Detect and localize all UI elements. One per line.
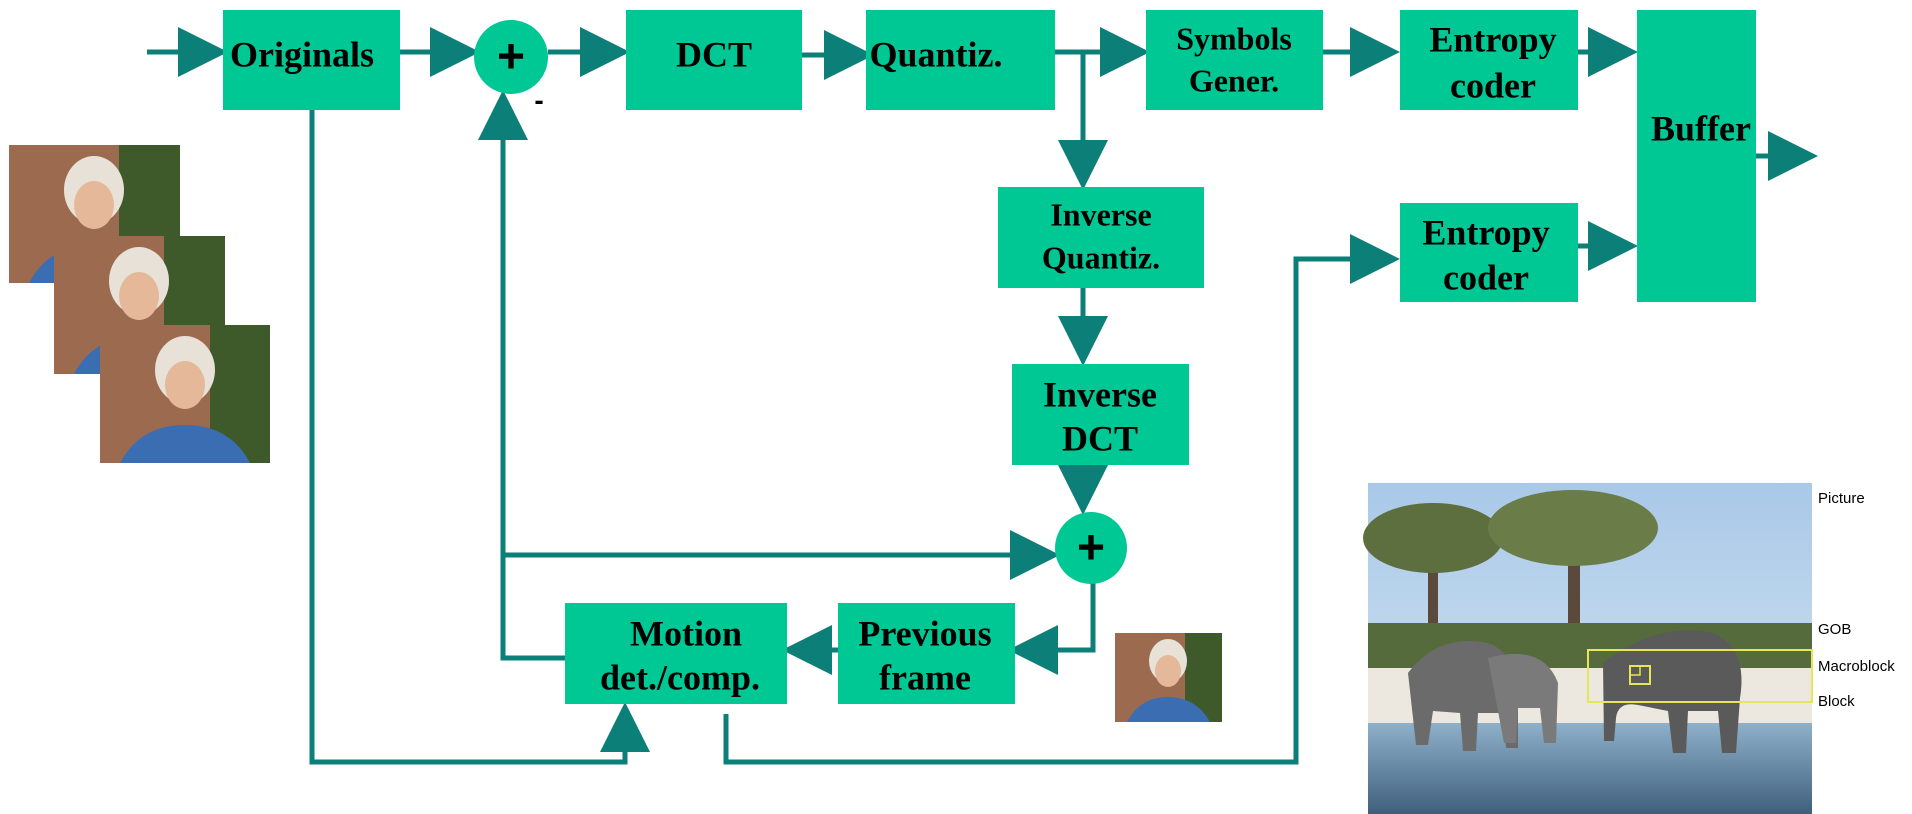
elephant-photo-icon	[1363, 483, 1813, 814]
originals-label: Originals	[230, 34, 374, 74]
label-picture: Picture	[1818, 490, 1865, 507]
entropy-coder-top-label-2: coder	[1450, 65, 1536, 105]
previous-frame-thumbnail	[1115, 633, 1222, 722]
adder-top-minus: -	[534, 84, 543, 115]
adder-top-plus: +	[497, 31, 525, 84]
originals-block: Originals	[223, 10, 400, 110]
inverse-quantiz-label-2: Quantiz.	[1042, 239, 1160, 275]
inverse-quantiz-label-1: Inverse	[1050, 196, 1151, 232]
elephant-picture	[1363, 483, 1813, 814]
symbols-gener-block: Symbols Gener.	[1146, 10, 1323, 110]
motion-label-1: Motion	[630, 613, 742, 653]
arrow-motion-to-entropy2	[723, 234, 1400, 765]
arrow-originals-to-motion	[309, 110, 650, 765]
entropy-coder-bottom-label-2: coder	[1443, 257, 1529, 297]
inverse-quantiz-block: Inverse Quantiz.	[998, 187, 1204, 288]
entropy-coder-top-label-1: Entropy	[1429, 19, 1556, 59]
label-gob: GOB	[1818, 621, 1851, 638]
symbols-gener-label-1: Symbols	[1176, 20, 1292, 56]
entropy-coder-bottom-block: Entropy coder	[1400, 203, 1578, 302]
motion-block: Motion det./comp.	[565, 603, 787, 704]
previous-frame-label-2: frame	[879, 657, 971, 697]
arrow-motion-to-adder	[478, 90, 565, 661]
inverse-dct-block: Inverse DCT	[1012, 364, 1189, 465]
adder-bottom-plus: +	[1077, 522, 1105, 575]
adder-top: + -	[474, 20, 548, 115]
original-frames	[9, 145, 270, 463]
label-block: Block	[1818, 693, 1855, 710]
entropy-coder-top-block: Entropy coder	[1400, 10, 1578, 110]
quantiz-label: Quantiz.	[869, 34, 1002, 74]
inverse-dct-label-1: Inverse	[1043, 374, 1157, 414]
connectors	[147, 27, 1818, 765]
portrait-photo-icon	[1115, 633, 1222, 722]
blocks: Originals DCT Quantiz. Symbols Gener. En…	[223, 10, 1756, 704]
figure-labels: Picture GOB Macroblock Block	[1818, 490, 1895, 710]
previous-frame-block: Previous frame	[838, 603, 1015, 704]
inverse-dct-label-2: DCT	[1062, 418, 1138, 458]
symbols-gener-label-2: Gener.	[1189, 62, 1279, 98]
entropy-coder-bottom-label-1: Entropy	[1422, 212, 1549, 252]
dct-label: DCT	[676, 34, 752, 74]
label-macroblock: Macroblock	[1818, 658, 1895, 675]
quantiz-block: Quantiz.	[866, 10, 1055, 110]
arrow-adder-to-previous	[1008, 583, 1096, 675]
portrait-photo-icon	[100, 325, 270, 463]
dct-block: DCT	[626, 10, 802, 110]
buffer-block: Buffer	[1637, 10, 1756, 302]
adder-bottom: +	[1055, 512, 1127, 584]
previous-frame-label-1: Previous	[858, 613, 991, 653]
buffer-label: Buffer	[1651, 108, 1751, 148]
motion-label-2: det./comp.	[600, 657, 760, 697]
